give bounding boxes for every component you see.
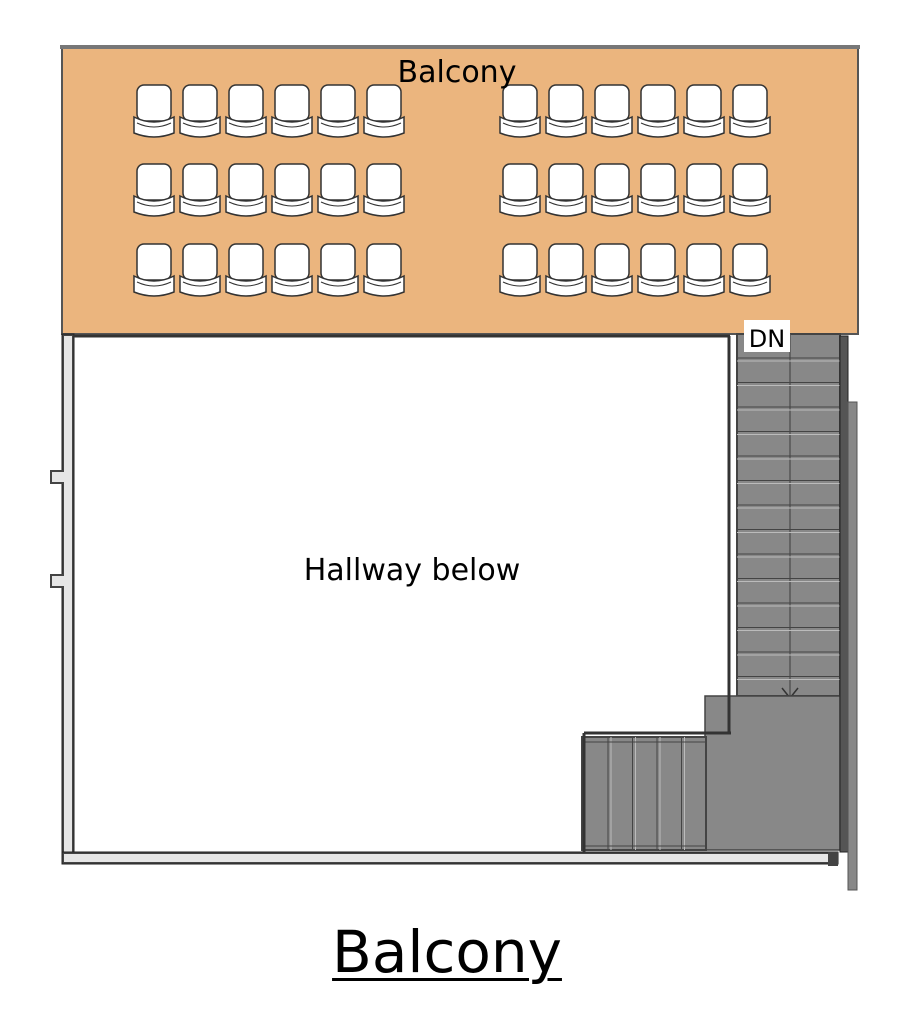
wall-pilaster-inner bbox=[52, 472, 64, 482]
seat bbox=[133, 84, 175, 138]
seat bbox=[591, 163, 633, 217]
seat bbox=[271, 243, 313, 297]
seat bbox=[317, 243, 359, 297]
seat bbox=[317, 84, 359, 138]
stair-direction-tag bbox=[744, 320, 790, 352]
seat bbox=[729, 84, 771, 138]
seat bbox=[545, 163, 587, 217]
wall-bottom-inner bbox=[64, 854, 836, 862]
seat bbox=[683, 243, 725, 297]
seat bbox=[317, 163, 359, 217]
wall-right-outer bbox=[847, 401, 858, 891]
stair-landing bbox=[704, 695, 841, 851]
stair-run-long bbox=[736, 333, 841, 697]
seat bbox=[363, 243, 405, 297]
seat bbox=[683, 84, 725, 138]
seat bbox=[729, 243, 771, 297]
seat bbox=[225, 163, 267, 217]
seat bbox=[591, 84, 633, 138]
seat bbox=[271, 84, 313, 138]
seat bbox=[225, 84, 267, 138]
page-title: Balcony bbox=[332, 918, 562, 986]
seat bbox=[499, 243, 541, 297]
seating-area bbox=[133, 84, 771, 297]
wall-pilaster-inner bbox=[52, 576, 64, 586]
seat bbox=[545, 243, 587, 297]
stair-direction-label: DN bbox=[749, 325, 785, 353]
seat bbox=[499, 163, 541, 217]
stair-treads-short bbox=[607, 737, 685, 850]
hallway-label: Hallway below bbox=[304, 553, 521, 588]
wall-right-inner bbox=[839, 335, 849, 853]
wall-right-cap bbox=[828, 852, 838, 866]
seat bbox=[133, 243, 175, 297]
seat bbox=[179, 243, 221, 297]
seat bbox=[545, 84, 587, 138]
seat bbox=[637, 163, 679, 217]
seat bbox=[179, 84, 221, 138]
stair-run-short bbox=[581, 736, 707, 851]
seat bbox=[363, 163, 405, 217]
seat bbox=[133, 163, 175, 217]
seat bbox=[637, 84, 679, 138]
seat bbox=[591, 243, 633, 297]
seat bbox=[683, 163, 725, 217]
seat bbox=[363, 84, 405, 138]
stair-treads-long bbox=[737, 357, 840, 680]
seat bbox=[729, 163, 771, 217]
balcony-area-label: Balcony bbox=[398, 55, 517, 90]
seat bbox=[499, 84, 541, 138]
seat bbox=[179, 163, 221, 217]
wall-left-inner bbox=[64, 336, 72, 862]
seat bbox=[637, 243, 679, 297]
seat bbox=[225, 243, 267, 297]
seat bbox=[271, 163, 313, 217]
